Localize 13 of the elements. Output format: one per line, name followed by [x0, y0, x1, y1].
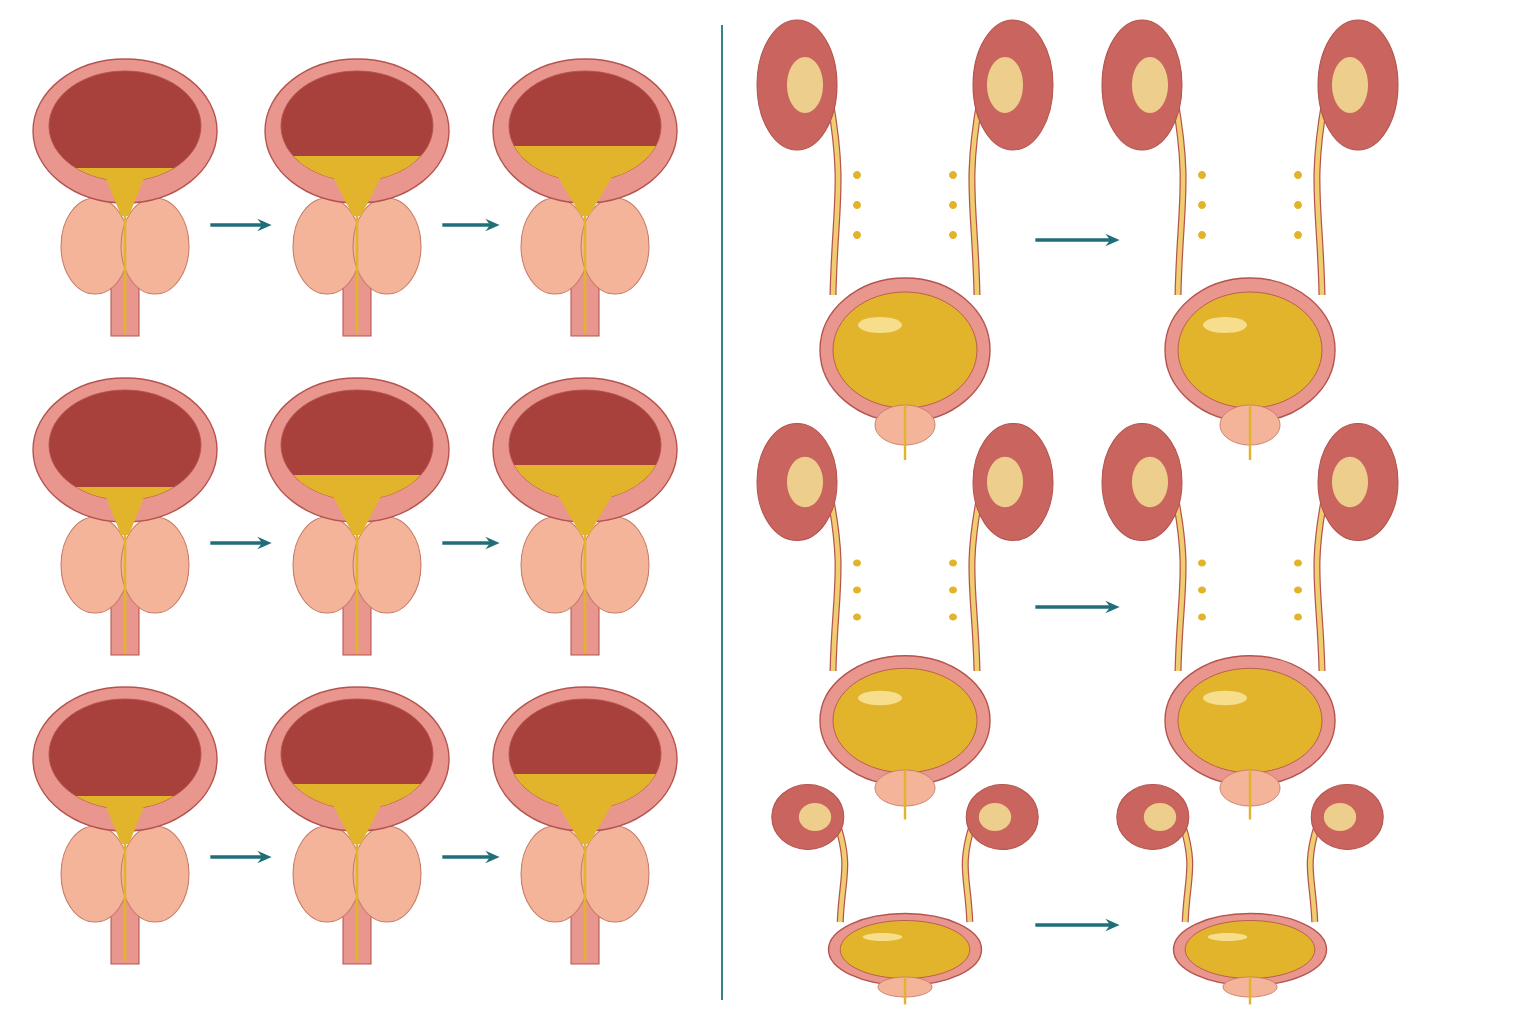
kidney-bladder-drawing: [756, 19, 1054, 460]
bladder-prostate-drawing: [32, 686, 218, 965]
bladder-prostate-drawing: [264, 377, 450, 656]
bladder-prostate-drawing: [264, 686, 450, 965]
kidney-bladder-drawing: [771, 783, 1039, 1005]
bladder-prostate-drawing: [32, 58, 218, 337]
bladder-prostate-drawing: [32, 377, 218, 656]
bladder-prostate-drawing: [264, 58, 450, 337]
bladder-prostate-drawing: [492, 377, 678, 656]
bladder-prostate-drawing: [492, 58, 678, 337]
kidney-bladder-drawing: [1116, 783, 1384, 1005]
kidney-bladder-drawing: [1101, 19, 1399, 460]
bladder-prostate-drawing: [492, 686, 678, 965]
